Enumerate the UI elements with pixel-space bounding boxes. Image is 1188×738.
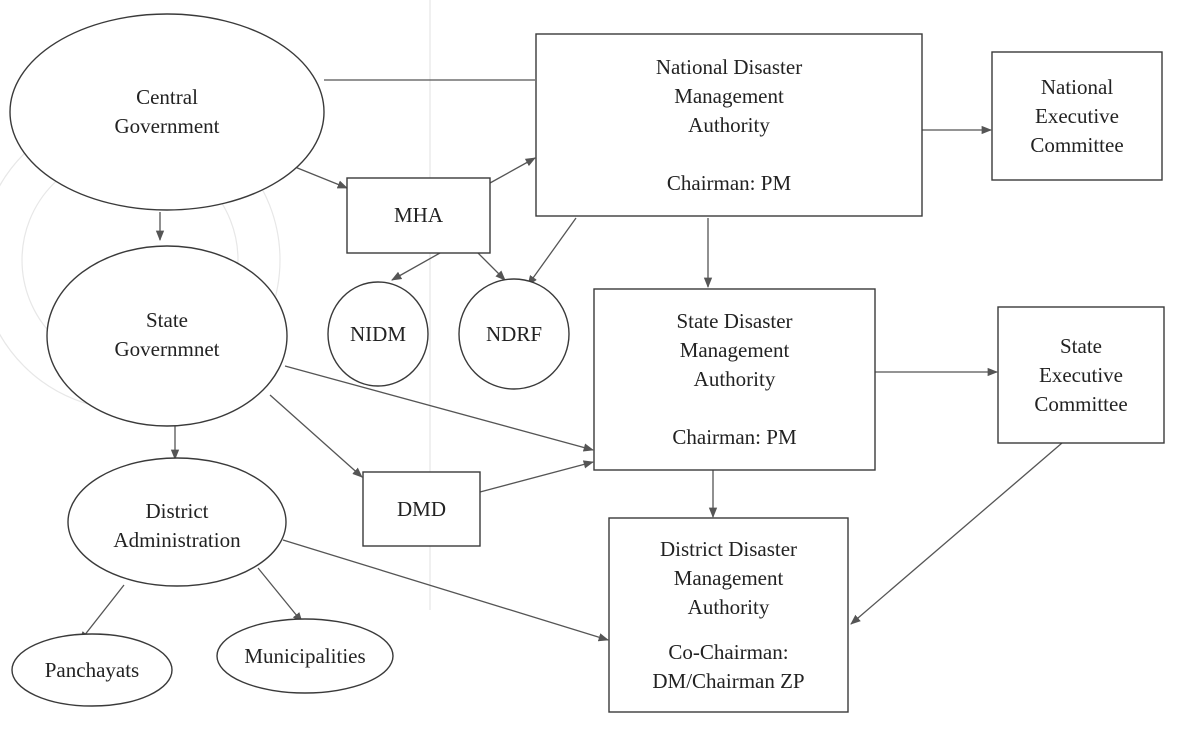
connector-sec-to-ddma: [850, 442, 1063, 625]
sec-box: [997, 306, 1165, 444]
nec-box: [991, 51, 1163, 181]
mha-box: [346, 177, 491, 254]
nec-label: National Executive Committee: [1030, 74, 1124, 157]
district-administration-label: District Administration: [113, 499, 241, 552]
connector-mha-to-ndma: [489, 157, 536, 184]
ndma-box: [535, 33, 923, 217]
panchayats-ellipse: [11, 633, 173, 707]
ndma-chairman: Chairman: PM: [666, 170, 792, 195]
sec-label: State Executive Committee: [1034, 333, 1128, 416]
central-government-ellipse: [9, 13, 325, 211]
nidm-label: NIDM: [350, 321, 406, 346]
ddma-cochairman-role: DM/Chairman ZP: [652, 668, 805, 693]
connector-mha-to-nidm: [391, 252, 441, 281]
connector-dmd-to-sdma: [479, 460, 595, 493]
district-administration-ellipse: [67, 457, 287, 587]
dmd-label: DMD: [396, 496, 446, 521]
municipalities-ellipse: [216, 618, 394, 694]
connector-state-to-dmd: [269, 394, 363, 478]
ddma-label: District Disaster Management Authority C…: [609, 520, 848, 710]
nidm-circle: [327, 281, 429, 387]
sdma-chairman: Chairman: PM: [672, 424, 797, 449]
connector-ndma-to-ndrf: [527, 217, 577, 286]
mha-label: MHA: [393, 203, 443, 227]
connector-mha-to-ndrf: [477, 252, 506, 281]
ndrf-label: NDRF: [485, 321, 543, 346]
central-government-label: Central Government: [114, 85, 220, 138]
panchayats-label: Panchayats: [44, 657, 140, 682]
ddma-box: [608, 517, 849, 713]
state-government-label: State Governmnet: [114, 308, 220, 361]
sdma-box: [593, 288, 876, 471]
sdma-label: State Disaster Management Authority Chai…: [594, 292, 875, 466]
ddma-cochairman: Co-Chairman:: [668, 639, 789, 664]
state-government-ellipse: [46, 245, 288, 427]
node-shapes: [9, 13, 1165, 713]
municipalities-label: Municipalities: [244, 643, 366, 668]
connector-district-to-ddma: [282, 539, 609, 642]
connectors: [79, 79, 1063, 642]
dmd-box: [362, 471, 481, 547]
ndrf-circle: [458, 278, 570, 390]
connector-central-to-mha: [289, 164, 348, 189]
connector-state-to-sdma: [284, 365, 595, 452]
ndma-label: National Disaster Management Authority C…: [536, 38, 922, 212]
connector-district-to-municipalities: [257, 567, 303, 623]
connector-district-to-panchayats: [79, 584, 125, 642]
